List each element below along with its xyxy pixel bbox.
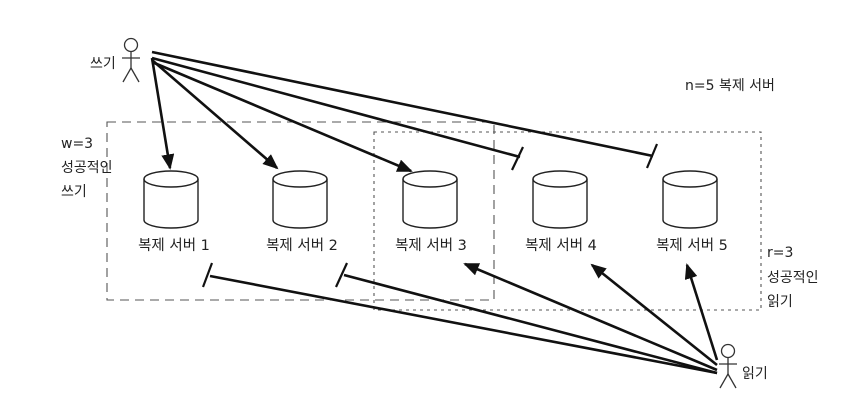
server-label: 복제 서버 5 — [656, 237, 728, 254]
write-arrow-server-3 — [151, 60, 413, 173]
server-label: 복제 서버 2 — [266, 237, 338, 254]
replica-server-1: 복제 서버 1 — [138, 170, 210, 254]
read-failure-mark-server-2 — [335, 262, 348, 288]
read-line-server-2 — [343, 273, 718, 375]
read-line-server-1 — [209, 274, 718, 375]
write-arrow-server-1 — [150, 57, 175, 170]
read-quorum-line-3: 읽기 — [767, 294, 793, 310]
reader-actor-icon — [719, 343, 737, 389]
database-icon — [272, 179, 328, 229]
replica-count-label: n=5 복제 서버 — [685, 78, 775, 94]
read-connections — [201, 262, 719, 375]
read-arrow-server-5 — [684, 263, 719, 361]
read-quorum-label: r=3 성공적인 읽기 — [767, 245, 819, 310]
write-quorum-box — [106, 121, 495, 301]
write-quorum-line-1: w=3 — [61, 136, 93, 152]
read-failure-mark-server-1 — [201, 262, 214, 288]
replica-server-4: 복제 서버 4 — [525, 170, 597, 254]
database-icon — [402, 179, 458, 229]
database-icon — [143, 179, 199, 229]
write-line-server-4 — [151, 56, 521, 159]
database-icon — [662, 179, 718, 229]
replica-server-5: 복제 서버 5 — [656, 170, 728, 254]
server-label: 복제 서버 4 — [525, 237, 597, 254]
read-quorum-line-2: 성공적인 — [767, 270, 819, 286]
reader-label: 읽기 — [742, 366, 768, 382]
server-label: 복제 서버 3 — [395, 237, 467, 254]
read-quorum-box — [373, 131, 762, 311]
write-quorum-label: w=3 성공적인 쓰기 — [61, 136, 113, 200]
write-connections — [150, 50, 659, 173]
read-arrow-server-4 — [590, 263, 718, 367]
writer-actor-icon — [122, 37, 140, 83]
write-quorum-line-3: 쓰기 — [61, 184, 87, 200]
write-line-server-5 — [151, 50, 654, 158]
write-failure-mark-server-4 — [511, 146, 524, 171]
write-failure-mark-server-5 — [645, 143, 659, 169]
replica-server-3: 복제 서버 3 — [395, 170, 467, 254]
replica-server-2: 복제 서버 2 — [266, 170, 338, 254]
read-quorum-line-1: r=3 — [767, 245, 793, 261]
write-quorum-line-2: 성공적인 — [61, 160, 113, 176]
write-arrow-server-2 — [151, 59, 279, 170]
database-icon — [532, 179, 588, 229]
writer-label: 쓰기 — [90, 56, 116, 72]
server-label: 복제 서버 1 — [138, 237, 210, 254]
read-arrow-server-3 — [463, 262, 718, 372]
